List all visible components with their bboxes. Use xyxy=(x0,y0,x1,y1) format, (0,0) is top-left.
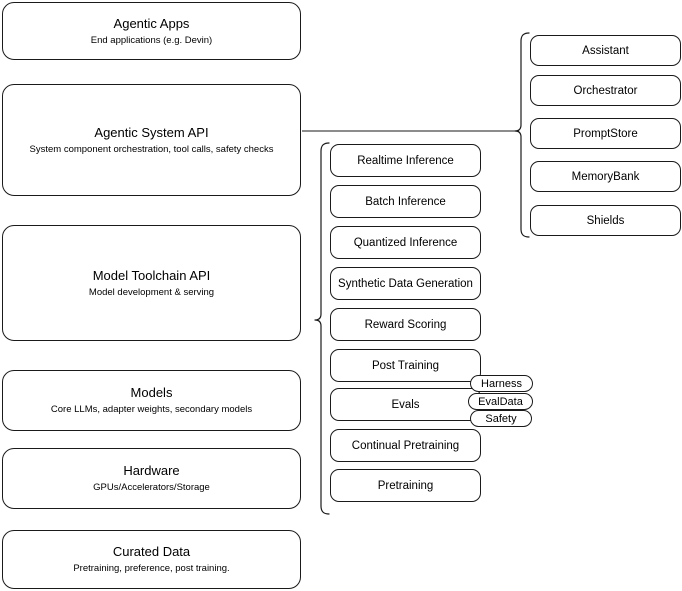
toolchain-item-label: Post Training xyxy=(371,359,440,372)
toolchain-item-label: Continual Pretraining xyxy=(351,439,460,452)
toolchain-item-quantized-inference[interactable]: Quantized Inference xyxy=(330,226,481,259)
layer-agentic-apps[interactable]: Agentic Apps End applications (e.g. Devi… xyxy=(2,2,301,60)
layer-hardware[interactable]: Hardware GPUs/Accelerators/Storage xyxy=(2,448,301,509)
layer-agentic-system-api[interactable]: Agentic System API System component orch… xyxy=(2,84,301,196)
toolchain-item-label: Batch Inference xyxy=(365,195,446,208)
layer-models[interactable]: Models Core LLMs, adapter weights, secon… xyxy=(2,370,301,431)
toolchain-item-batch-inference[interactable]: Batch Inference xyxy=(330,185,481,218)
system-component-assistant[interactable]: Assistant xyxy=(530,35,681,66)
toolchain-item-realtime-inference[interactable]: Realtime Inference xyxy=(330,144,481,177)
system-component-orchestrator[interactable]: Orchestrator xyxy=(530,75,681,106)
evals-subcomponent-evaldata[interactable]: EvalData xyxy=(468,393,533,410)
toolchain-item-synthetic-data-generation[interactable]: Synthetic Data Generation xyxy=(330,267,481,300)
evals-subcomponent-label: EvalData xyxy=(478,395,523,408)
evals-subcomponent-label: Safety xyxy=(485,412,517,425)
layer-title: Hardware xyxy=(123,463,180,478)
layer-subtitle: GPUs/Accelerators/Storage xyxy=(93,482,210,493)
layer-model-toolchain-api[interactable]: Model Toolchain API Model development & … xyxy=(2,225,301,341)
evals-subcomponent-label: Harness xyxy=(481,377,522,390)
layer-title: Curated Data xyxy=(112,544,191,559)
brace-system-components xyxy=(514,32,530,238)
layer-title: Agentic Apps xyxy=(113,15,190,31)
evals-subcomponent-harness[interactable]: Harness xyxy=(470,375,533,392)
system-component-label: PromptStore xyxy=(573,127,638,140)
toolchain-item-pretraining[interactable]: Pretraining xyxy=(330,469,481,502)
toolchain-item-label: Quantized Inference xyxy=(353,236,458,249)
layer-title: Model Toolchain API xyxy=(92,267,211,283)
system-component-promptstore[interactable]: PromptStore xyxy=(530,118,681,149)
layer-title: Agentic System API xyxy=(94,124,209,140)
layer-subtitle: Model development & serving xyxy=(88,286,215,298)
system-component-label: MemoryBank xyxy=(571,170,640,183)
evals-subcomponent-safety[interactable]: Safety xyxy=(470,410,532,427)
toolchain-item-continual-pretraining[interactable]: Continual Pretraining xyxy=(330,429,481,462)
toolchain-item-reward-scoring[interactable]: Reward Scoring xyxy=(330,308,481,341)
toolchain-item-post-training[interactable]: Post Training xyxy=(330,349,481,382)
toolchain-item-label: Reward Scoring xyxy=(364,318,447,331)
layer-subtitle: End applications (e.g. Devin) xyxy=(90,34,213,46)
system-component-memorybank[interactable]: MemoryBank xyxy=(530,161,681,192)
toolchain-item-label: Synthetic Data Generation xyxy=(338,277,473,290)
system-component-shields[interactable]: Shields xyxy=(530,205,681,236)
layer-curated-data[interactable]: Curated Data Pretraining, preference, po… xyxy=(2,530,301,589)
toolchain-item-label: Evals xyxy=(391,398,420,411)
layer-subtitle: Core LLMs, adapter weights, secondary mo… xyxy=(50,404,253,415)
toolchain-item-label: Realtime Inference xyxy=(357,154,454,167)
toolchain-item-evals[interactable]: Evals xyxy=(330,388,481,421)
layer-subtitle: System component orchestration, tool cal… xyxy=(29,143,274,155)
layer-subtitle: Pretraining, preference, post training. xyxy=(73,563,230,574)
system-component-label: Orchestrator xyxy=(573,84,638,97)
layer-title: Models xyxy=(130,385,173,400)
toolchain-item-label: Pretraining xyxy=(377,479,434,492)
system-component-label: Shields xyxy=(586,214,625,227)
brace-toolchain-components xyxy=(314,142,330,515)
system-component-label: Assistant xyxy=(582,44,629,57)
